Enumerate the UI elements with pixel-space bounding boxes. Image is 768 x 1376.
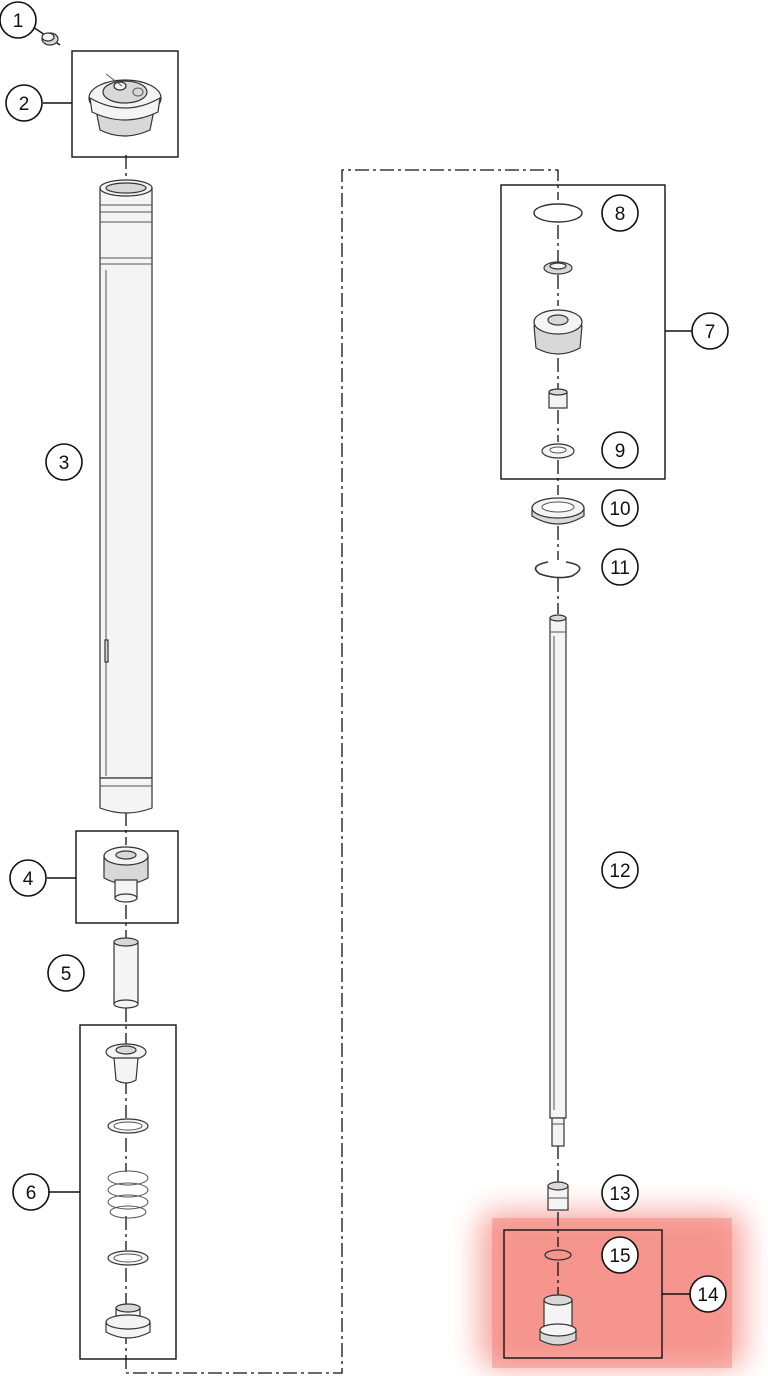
callout-circle: [5, 84, 43, 122]
callout-circle: [45, 443, 83, 481]
callout-label: 13: [609, 1184, 630, 1205]
callout-circle: [601, 431, 639, 469]
callout-label: 4: [23, 869, 34, 890]
callout-3: 3: [45, 443, 83, 481]
part-14-base-valve: [539, 1293, 690, 1346]
callout-10: 10: [601, 489, 639, 527]
callout-circle: [691, 312, 729, 350]
callout-8: 8: [601, 194, 639, 232]
group-frame-4: [75, 830, 179, 924]
group-frames: [71, 50, 666, 1360]
callout-circle: [0, 1, 37, 39]
callout-9: 9: [601, 431, 639, 469]
callout-label: 5: [61, 964, 72, 985]
callout-circle: [9, 859, 47, 897]
callout-circle: [601, 548, 639, 586]
callout-1: 1: [0, 1, 37, 39]
part-3-outer-tube: [99, 179, 153, 814]
part-2-screw-cap: [43, 73, 162, 137]
assembly-axis-lines: [125, 155, 559, 1374]
callout-label: 1: [13, 11, 24, 32]
callout-4: 4: [9, 859, 47, 897]
callout-circle: [601, 194, 639, 232]
callout-label: 14: [697, 1285, 719, 1306]
part-5-sleeve: [113, 937, 139, 1009]
part-8-o-ring: [533, 203, 583, 223]
callout-12: 12: [601, 851, 639, 889]
group-frame-7: [500, 184, 666, 480]
part-13-nut: [547, 1181, 569, 1211]
callout-14: 14: [689, 1275, 727, 1313]
part-1-cap: [32, 26, 61, 46]
callout-circle: [47, 954, 85, 992]
callout-label: 15: [609, 1246, 630, 1267]
callout-5: 5: [47, 954, 85, 992]
part-7-piston-group: [533, 261, 692, 409]
callout-label: 7: [705, 322, 716, 343]
callout-13: 13: [601, 1174, 639, 1212]
part-4-valve-assembly: [47, 846, 149, 903]
callout-label: 3: [59, 453, 70, 474]
callout-label: 11: [610, 558, 630, 579]
callout-label: 6: [26, 1183, 37, 1204]
callout-circle: [689, 1275, 727, 1313]
group-frame-2: [71, 50, 179, 158]
part-12-piston-rod: [549, 614, 567, 1147]
callout-label: 10: [609, 499, 630, 520]
callout-label: 9: [615, 441, 626, 462]
callout-label: 12: [609, 861, 630, 882]
part-15-o-ring: [544, 1249, 572, 1261]
callout-label: 8: [615, 204, 626, 225]
callout-circle: [601, 1174, 639, 1212]
part-10-seal-ring: [531, 497, 585, 525]
part-11-circlip: [534, 561, 581, 579]
part-6-spring-group: [49, 1043, 151, 1339]
callout-7: 7: [691, 312, 729, 350]
callout-2: 2: [5, 84, 43, 122]
callout-circle: [601, 489, 639, 527]
callout-circle: [12, 1173, 50, 1211]
callout-6: 6: [12, 1173, 50, 1211]
callout-circle: [601, 1236, 639, 1274]
callout-label: 2: [19, 94, 30, 115]
callout-15: 15: [601, 1236, 639, 1274]
part-9-washer: [541, 443, 575, 459]
callout-circle: [601, 851, 639, 889]
callout-11: 11: [601, 548, 639, 586]
